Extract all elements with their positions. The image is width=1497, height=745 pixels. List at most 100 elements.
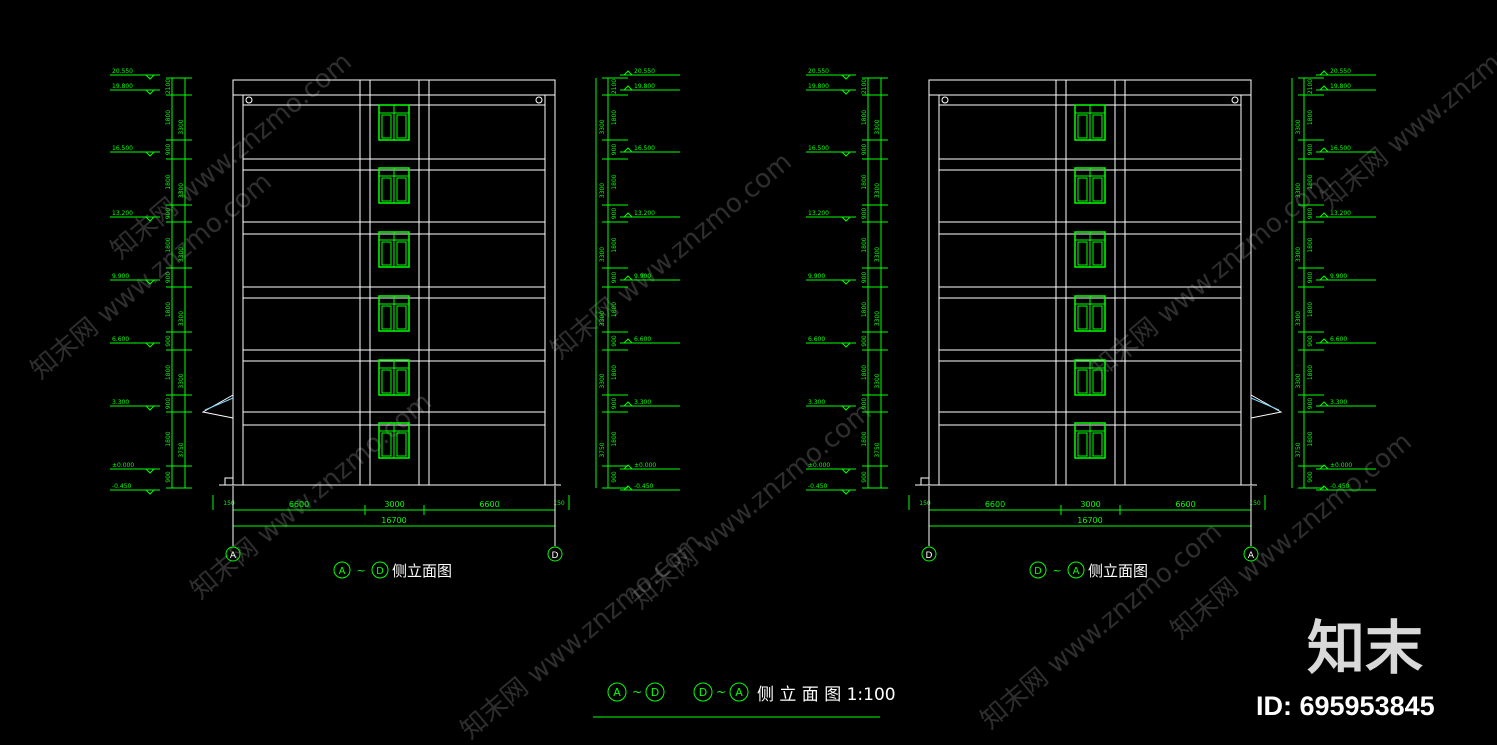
level-label: 9.900 [1330, 273, 1347, 280]
axis-label: D [926, 551, 933, 561]
level-label: 13.200 [1330, 210, 1351, 217]
dim-text: 3300 [599, 119, 606, 134]
level-label: ±0.000 [808, 462, 830, 469]
dim-text: 1800 [165, 237, 172, 252]
ground-step [224, 477, 234, 486]
dim-text: 1800 [611, 174, 618, 189]
dim-text: 1800 [1307, 237, 1314, 252]
level-triangle [623, 85, 633, 91]
dim-text: 3750 [1295, 442, 1302, 457]
level-label: 6.600 [1330, 336, 1347, 343]
dim-text: 150 [919, 500, 931, 507]
level-triangle [841, 216, 851, 222]
axis-bubble [225, 546, 241, 562]
level-triangle [841, 468, 851, 474]
axis-bubble [693, 682, 713, 702]
axis-label: A [1248, 551, 1255, 561]
dim-text: 6600 [1175, 500, 1195, 509]
roof-drain [245, 96, 253, 104]
dim-text: 900 [861, 398, 868, 410]
window [378, 167, 410, 204]
dim-text: 6600 [985, 500, 1005, 509]
level-label: 9.900 [112, 273, 129, 280]
level-triangle [145, 468, 155, 474]
dim-text: 3300 [1295, 183, 1302, 198]
level-label: ±0.000 [634, 462, 656, 469]
dim-text: 1800 [1307, 431, 1314, 446]
brand-watermark: 知末 ID: 695953845 [1256, 614, 1435, 721]
level-label: 3.300 [634, 399, 651, 406]
level-triangle [145, 405, 155, 411]
site-watermark-text: 知末网 www.znzmo.com [455, 527, 707, 745]
dim-text: 900 [165, 471, 172, 483]
window-sash [396, 369, 407, 394]
site-watermark-text: 知末网 www.znzmo.com [25, 167, 277, 386]
window-sash [1077, 241, 1088, 266]
title-axis-bubble [333, 561, 351, 579]
level-label: 19.800 [112, 83, 133, 90]
dim-text: 900 [1307, 208, 1314, 220]
level-label: 16.500 [1330, 145, 1351, 152]
dim-text: 1800 [611, 365, 618, 380]
window [378, 104, 410, 141]
dim-text: 900 [861, 144, 868, 156]
level-triangle [1319, 401, 1329, 407]
window [1074, 295, 1106, 332]
dim-text: 3000 [384, 500, 404, 509]
window-sash [1077, 305, 1088, 330]
dim-text: 900 [1307, 398, 1314, 410]
title-tilde: ~ [716, 685, 726, 699]
level-triangle [841, 342, 851, 348]
dim-text: 16700 [1077, 516, 1102, 525]
level-triangle [145, 489, 155, 495]
dim-text: 6600 [289, 500, 309, 509]
level-triangle [841, 151, 851, 157]
axis-label: D [552, 551, 559, 561]
dim-text: 1800 [1307, 365, 1314, 380]
dim-text: 1800 [611, 237, 618, 252]
dim-text: 1800 [611, 431, 618, 446]
dim-text: 1800 [1307, 302, 1314, 317]
level-triangle [1319, 485, 1329, 491]
dim-text: 16700 [381, 516, 406, 525]
dim-text: 3300 [599, 183, 606, 198]
window [1074, 167, 1106, 204]
dim-text: 3300 [1295, 373, 1302, 388]
level-label: 13.200 [808, 210, 829, 217]
roof-drain [535, 96, 543, 104]
dim-text: 3300 [874, 183, 881, 198]
window-sash [381, 114, 392, 139]
ground-step [920, 477, 930, 486]
dim-text: 900 [611, 335, 618, 347]
dim-text: 3750 [874, 442, 881, 457]
axis-bubble-label: D [651, 686, 659, 699]
axis-label: A [230, 551, 237, 561]
level-label: 6.600 [112, 336, 129, 343]
level-label: -0.450 [112, 483, 132, 490]
level-triangle [623, 338, 633, 344]
title-axis-bubble [1067, 561, 1085, 579]
title-axis-bubble [1029, 561, 1047, 579]
canopy-glass [1250, 397, 1280, 411]
level-triangle [841, 489, 851, 495]
dim-text: 150 [223, 500, 235, 507]
level-triangle [145, 89, 155, 95]
dim-text: 1800 [611, 302, 618, 317]
level-label: ±0.000 [112, 462, 134, 469]
dim-text: 1800 [861, 110, 868, 125]
window-sash [1092, 241, 1103, 266]
level-triangle [623, 212, 633, 218]
level-triangle [841, 89, 851, 95]
level-triangle [623, 464, 633, 470]
window-sash [1092, 177, 1103, 202]
dim-text: 3300 [1295, 119, 1302, 134]
level-label: -0.450 [808, 483, 828, 490]
window [1074, 231, 1106, 268]
dim-text: 1800 [861, 431, 868, 446]
level-triangle [623, 147, 633, 153]
dim-text: 1800 [611, 110, 618, 125]
level-triangle [1319, 85, 1329, 91]
sheet-title-text: 侧 立 面 图 1:100 [757, 685, 896, 705]
